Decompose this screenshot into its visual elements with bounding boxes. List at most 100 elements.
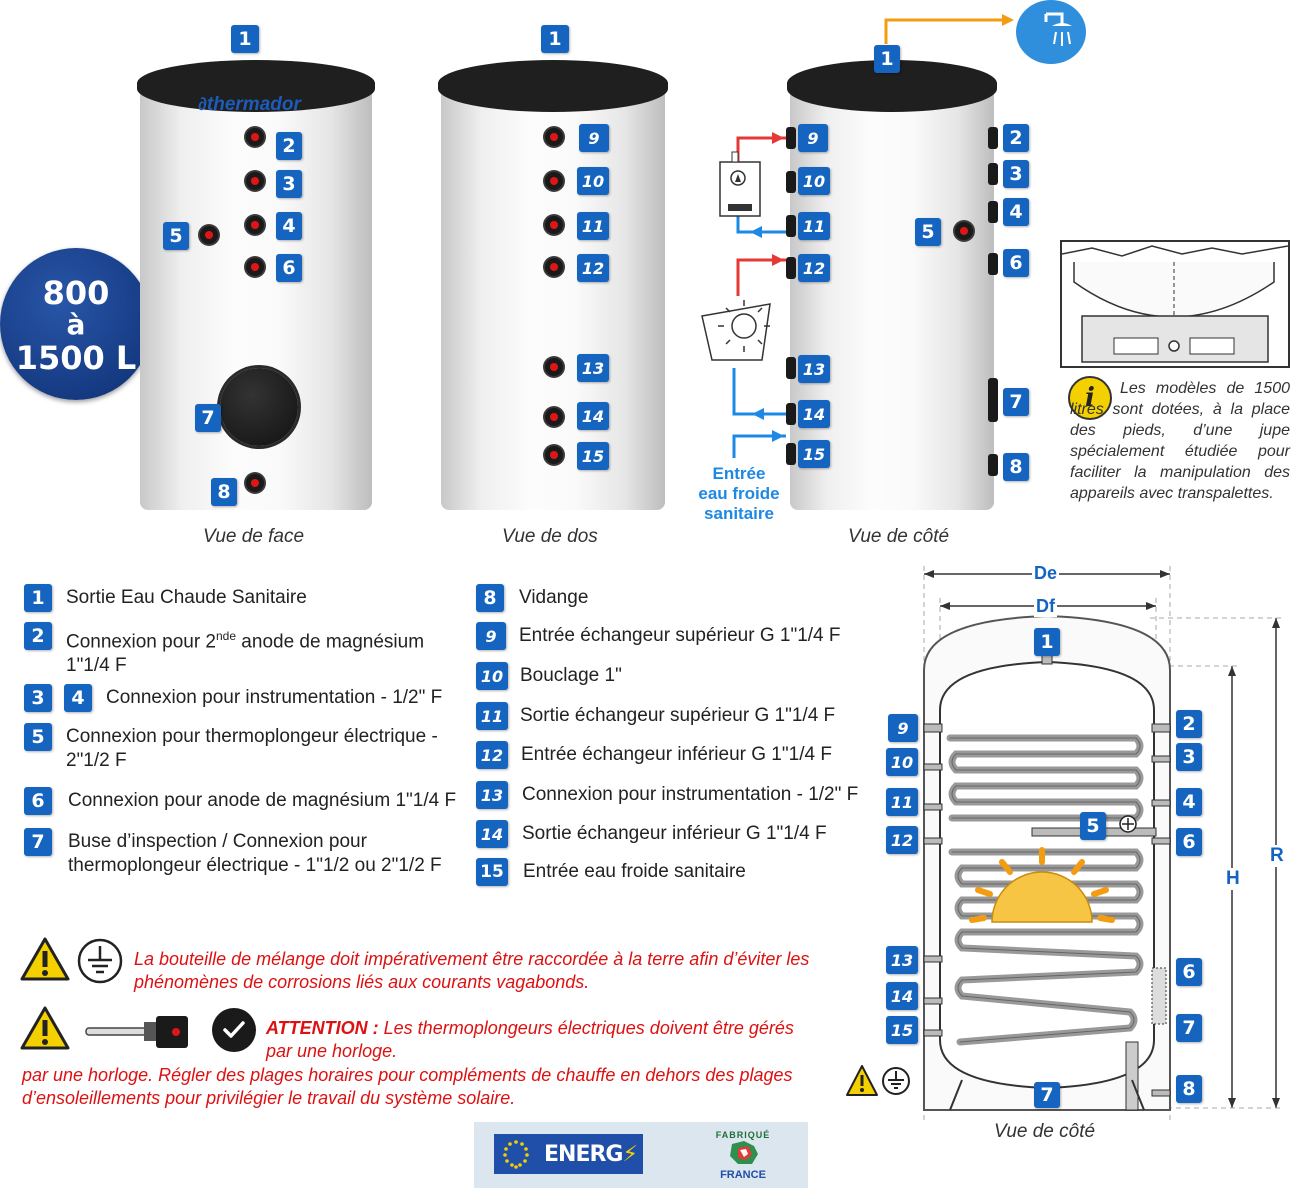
- back-badge-9: 9: [579, 124, 609, 152]
- view-label-side: Vue de côté: [848, 526, 950, 547]
- front-badge-5: 5: [163, 222, 189, 250]
- back-port-13: [545, 358, 563, 376]
- warning-icon-2: [20, 1006, 70, 1050]
- eu-flag-icon: [494, 1134, 538, 1174]
- tank-back-cap: [438, 60, 668, 112]
- side-stub-l15: [786, 443, 796, 465]
- front-port-8: [246, 474, 264, 492]
- front-badge-1: 1: [231, 25, 259, 53]
- side-badge-14: 14: [798, 400, 830, 428]
- skirt-detail-box: [1060, 240, 1290, 368]
- view-label-back: Vue de dos: [502, 526, 598, 547]
- view-label-section: Vue de côté: [994, 1121, 1096, 1142]
- section-badge-7b: 7: [1034, 1082, 1060, 1108]
- side-stub-l11: [786, 215, 796, 237]
- side-port-5: [955, 222, 973, 240]
- back-badge-1: 1: [541, 25, 569, 53]
- section-badge-4: 4: [1176, 788, 1202, 816]
- made-in-france-logo: FABRIQUÉ FRANCE: [715, 1130, 771, 1181]
- front-badge-6: 6: [276, 254, 302, 282]
- section-badge-14: 14: [886, 982, 918, 1010]
- section-badge-9: 9: [888, 714, 918, 742]
- legend-badge-5: 5: [24, 723, 52, 751]
- side-badge-5: 5: [915, 218, 941, 246]
- legend-badge-2: 2: [24, 622, 52, 650]
- side-badge-15: 15: [798, 440, 830, 468]
- side-stub-l10: [786, 171, 796, 193]
- front-badge-4: 4: [276, 212, 302, 240]
- side-badge-11: 11: [798, 212, 830, 240]
- warning-icon: [20, 937, 70, 981]
- side-badge-1: 1: [874, 45, 900, 73]
- side-badge-4: 4: [1003, 198, 1029, 226]
- tank-back: [441, 78, 665, 510]
- immersion-heater-icon: [85, 1016, 188, 1048]
- legend-badge-9: 9: [476, 622, 506, 650]
- ground-icon: [77, 938, 123, 984]
- front-badge-8: 8: [211, 478, 237, 506]
- legend-text-3-4: Connexion pour instrumentation - 1/2" F: [106, 687, 443, 708]
- side-stub-l9: [786, 127, 796, 149]
- legend-badge-3: 3: [24, 684, 52, 712]
- section-badge-6a: 6: [1176, 828, 1202, 856]
- side-badge-7: 7: [1003, 388, 1029, 416]
- section-badge-6b: 6: [1176, 958, 1202, 986]
- back-port-12: [545, 258, 563, 276]
- tank-front-cap: [137, 60, 375, 112]
- side-badge-6: 6: [1003, 249, 1029, 277]
- side-badge-8: 8: [1003, 453, 1029, 481]
- legend-badge-4: 4: [64, 684, 92, 712]
- legend-badge-6: 6: [24, 787, 52, 815]
- section-badge-1: 1: [1034, 628, 1060, 656]
- back-port-14: [545, 408, 563, 426]
- footer-logos: ENERG⚡ FABRIQUÉ FRANCE: [474, 1122, 808, 1188]
- section-badge-15: 15: [886, 1016, 918, 1044]
- dim-df: Df: [1034, 596, 1057, 617]
- section-badge-10: 10: [886, 748, 918, 776]
- side-badge-9: 9: [798, 124, 828, 152]
- back-port-11: [545, 216, 563, 234]
- back-badge-15: 15: [577, 442, 609, 470]
- back-port-9: [545, 128, 563, 146]
- legend-badge-1: 1: [24, 584, 52, 612]
- cold-water-label: Entrée eau froide sanitaire: [698, 464, 780, 523]
- capacity-badge: 800 à 1500 L: [0, 248, 152, 400]
- dim-r: R: [1270, 845, 1284, 867]
- info-note: Les modèles de 1500 litres sont dotées, …: [1070, 380, 1290, 502]
- legend-text-11: Sortie échangeur supérieur G 1"1/4 F: [520, 705, 836, 726]
- brand-logo: ∂thermador: [198, 94, 301, 115]
- legend-text-10: Bouclage 1": [520, 665, 622, 686]
- side-badge-2: 2: [1003, 124, 1029, 152]
- side-badge-10: 10: [798, 167, 830, 195]
- view-label-front: Vue de face: [203, 526, 305, 547]
- legend-badge-8: 8: [476, 584, 504, 612]
- legend-text-15: Entrée eau froide sanitaire: [523, 861, 746, 882]
- back-port-15: [545, 446, 563, 464]
- legend-text-1: Sortie Eau Chaude Sanitaire: [66, 587, 307, 608]
- side-stub-r4: [988, 201, 998, 223]
- flame-icon: ∂: [198, 94, 207, 114]
- dim-de: De: [1032, 563, 1060, 584]
- section-badge-13: 13: [886, 946, 918, 974]
- legend-text-9: Entrée échangeur supérieur G 1"1/4 F: [519, 625, 841, 646]
- front-port-5: [200, 226, 218, 244]
- section-badge-2: 2: [1176, 710, 1202, 738]
- back-badge-13: 13: [577, 354, 609, 382]
- side-stub-l12: [786, 257, 796, 279]
- legend-badge-13: 13: [476, 781, 508, 809]
- section-badge-3: 3: [1176, 743, 1202, 771]
- legend-text-6: Connexion pour anode de magnésium 1"1/4 …: [68, 790, 457, 811]
- side-stub-r7: [988, 378, 998, 422]
- side-stub-l14: [786, 403, 796, 425]
- back-badge-10: 10: [577, 167, 609, 195]
- legend-badge-10: 10: [476, 662, 508, 690]
- front-badge-2: 2: [276, 132, 302, 160]
- check-icon: [212, 1008, 256, 1052]
- legend-text-5: Connexion pour thermoplongeur électrique…: [66, 726, 438, 771]
- side-stub-r8: [988, 454, 998, 476]
- section-badge-8: 8: [1176, 1075, 1202, 1103]
- side-stub-l13: [786, 357, 796, 379]
- legend-badge-12: 12: [476, 741, 508, 769]
